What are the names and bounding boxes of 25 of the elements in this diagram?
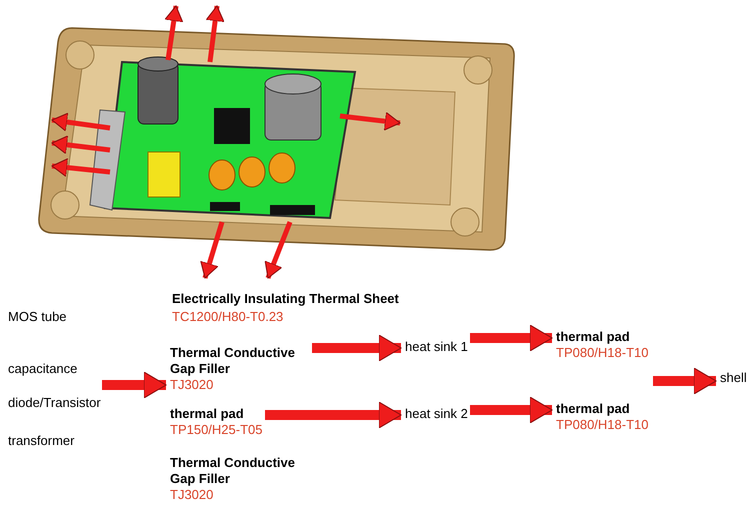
- part-number: TC1200/H80-T0.23: [172, 309, 284, 325]
- part-number: TP080/H18-T10: [556, 345, 648, 361]
- material-name: Thermal Conductive Gap Filler: [170, 345, 296, 377]
- arrow: [653, 368, 716, 394]
- arrow: [265, 402, 402, 428]
- part-number: TJ3020: [170, 377, 214, 393]
- component-label: diode/Transistor: [8, 395, 101, 411]
- component-label: transformer: [8, 433, 74, 449]
- part-number: TP150/H25-T05: [170, 422, 262, 438]
- part-number: TP080/H18-T10: [556, 417, 648, 433]
- heat-sink-label: heat sink 2: [405, 406, 468, 421]
- material-name: thermal pad: [556, 401, 631, 417]
- heat-sink-label: heat sink 1: [405, 339, 468, 354]
- component-label: capacitance: [8, 361, 78, 377]
- component-label: MOS tube: [8, 309, 67, 325]
- material-name: thermal pad: [170, 406, 245, 422]
- shell-label: shell: [720, 370, 747, 385]
- arrow: [312, 334, 402, 362]
- material-name: Thermal Conductive Gap Filler: [170, 455, 296, 487]
- material-name: Electrically Insulating Thermal Sheet: [172, 291, 399, 307]
- arrow: [470, 324, 552, 352]
- material-name: thermal pad: [556, 329, 631, 345]
- arrow: [102, 372, 166, 398]
- part-number: TJ3020: [170, 487, 214, 503]
- arrow: [470, 396, 552, 424]
